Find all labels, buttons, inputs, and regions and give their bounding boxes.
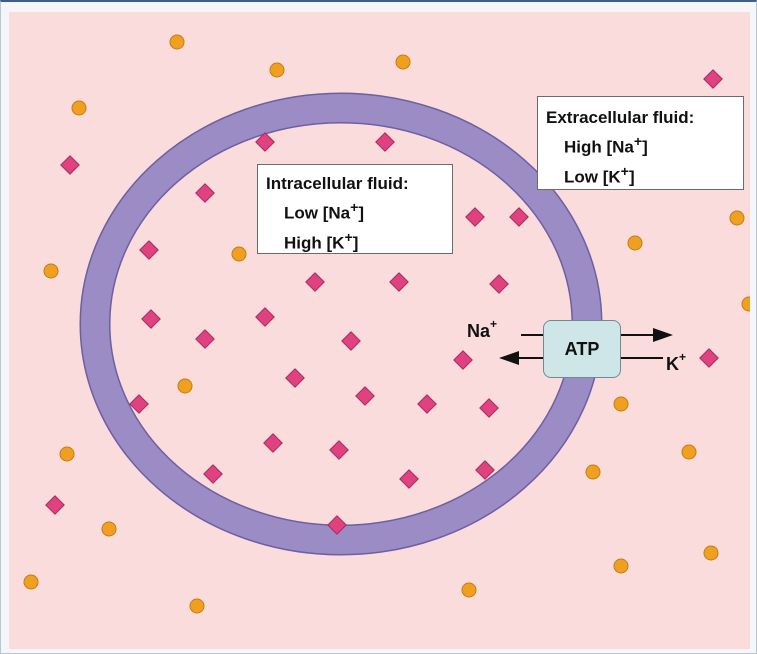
sodium-ion bbox=[129, 394, 149, 414]
sodium-ion bbox=[255, 307, 275, 327]
potassium-ion bbox=[613, 558, 629, 574]
sodium-ion bbox=[45, 495, 65, 515]
sodium-ion bbox=[195, 183, 215, 203]
extracellular-title: Extracellular fluid: bbox=[546, 108, 695, 127]
sodium-ion bbox=[375, 132, 395, 152]
potassium-ion bbox=[269, 62, 285, 78]
sodium-ion bbox=[263, 433, 283, 453]
sodium-ion bbox=[141, 309, 161, 329]
sodium-potassium-pump: ATP bbox=[543, 320, 621, 378]
sodium-ion bbox=[355, 386, 375, 406]
sodium-ion bbox=[417, 394, 437, 414]
sodium-ion-label: Na+ bbox=[467, 317, 498, 341]
sodium-ion bbox=[139, 240, 159, 260]
sodium-ion bbox=[699, 348, 719, 368]
sodium-out-arrow-head bbox=[653, 328, 673, 342]
sodium-ion bbox=[389, 272, 409, 292]
sodium-ion bbox=[453, 350, 473, 370]
potassium-ion-label: K+ bbox=[666, 350, 687, 374]
potassium-in-arrow-head bbox=[499, 351, 519, 365]
potassium-ion bbox=[101, 521, 117, 537]
intracellular-sodium-level: Low [Na+] bbox=[284, 200, 365, 223]
potassium-ion bbox=[613, 396, 629, 412]
potassium-ion bbox=[71, 100, 87, 116]
sodium-ion bbox=[479, 398, 499, 418]
potassium-ion bbox=[23, 574, 39, 590]
potassium-ion bbox=[461, 582, 477, 598]
intracellular-potassium-level: High [K+] bbox=[284, 229, 359, 253]
sodium-ion bbox=[341, 331, 361, 351]
potassium-ion bbox=[177, 378, 193, 394]
intracellular-title: Intracellular fluid: bbox=[266, 174, 409, 193]
sodium-ion bbox=[475, 460, 495, 480]
sodium-ion bbox=[329, 440, 349, 460]
sodium-ion bbox=[60, 155, 80, 175]
potassium-ion bbox=[169, 34, 185, 50]
potassium-ion bbox=[189, 598, 205, 614]
extracellular-label-box: Extracellular fluid: High [Na+] Low [K+] bbox=[537, 96, 744, 190]
sodium-ion bbox=[399, 469, 419, 489]
potassium-ion bbox=[741, 296, 750, 312]
potassium-ion bbox=[395, 54, 411, 70]
diagram-panel: Intracellular fluid: Low [Na+] High [K+]… bbox=[9, 12, 750, 649]
sodium-ion bbox=[489, 274, 509, 294]
sodium-ion bbox=[305, 272, 325, 292]
atp-label: ATP bbox=[564, 339, 600, 359]
extracellular-sodium-level: High [Na+] bbox=[564, 134, 648, 157]
potassium-ion bbox=[729, 210, 745, 226]
sodium-ion bbox=[285, 368, 305, 388]
sodium-ion bbox=[195, 329, 215, 349]
sodium-ion bbox=[255, 132, 275, 152]
extracellular-potassium-level: Low [K+] bbox=[564, 163, 635, 187]
potassium-ion bbox=[681, 444, 697, 460]
sodium-ion bbox=[203, 464, 223, 484]
potassium-ion bbox=[627, 235, 643, 251]
sodium-ion bbox=[703, 69, 723, 89]
potassium-ion bbox=[703, 545, 719, 561]
intracellular-label-box: Intracellular fluid: Low [Na+] High [K+] bbox=[257, 164, 453, 254]
potassium-ion bbox=[59, 446, 75, 462]
sodium-ion bbox=[465, 207, 485, 227]
potassium-ion bbox=[231, 246, 247, 262]
potassium-ion bbox=[43, 263, 59, 279]
potassium-ion bbox=[585, 464, 601, 480]
sodium-ion bbox=[327, 515, 347, 535]
sodium-ion bbox=[509, 207, 529, 227]
